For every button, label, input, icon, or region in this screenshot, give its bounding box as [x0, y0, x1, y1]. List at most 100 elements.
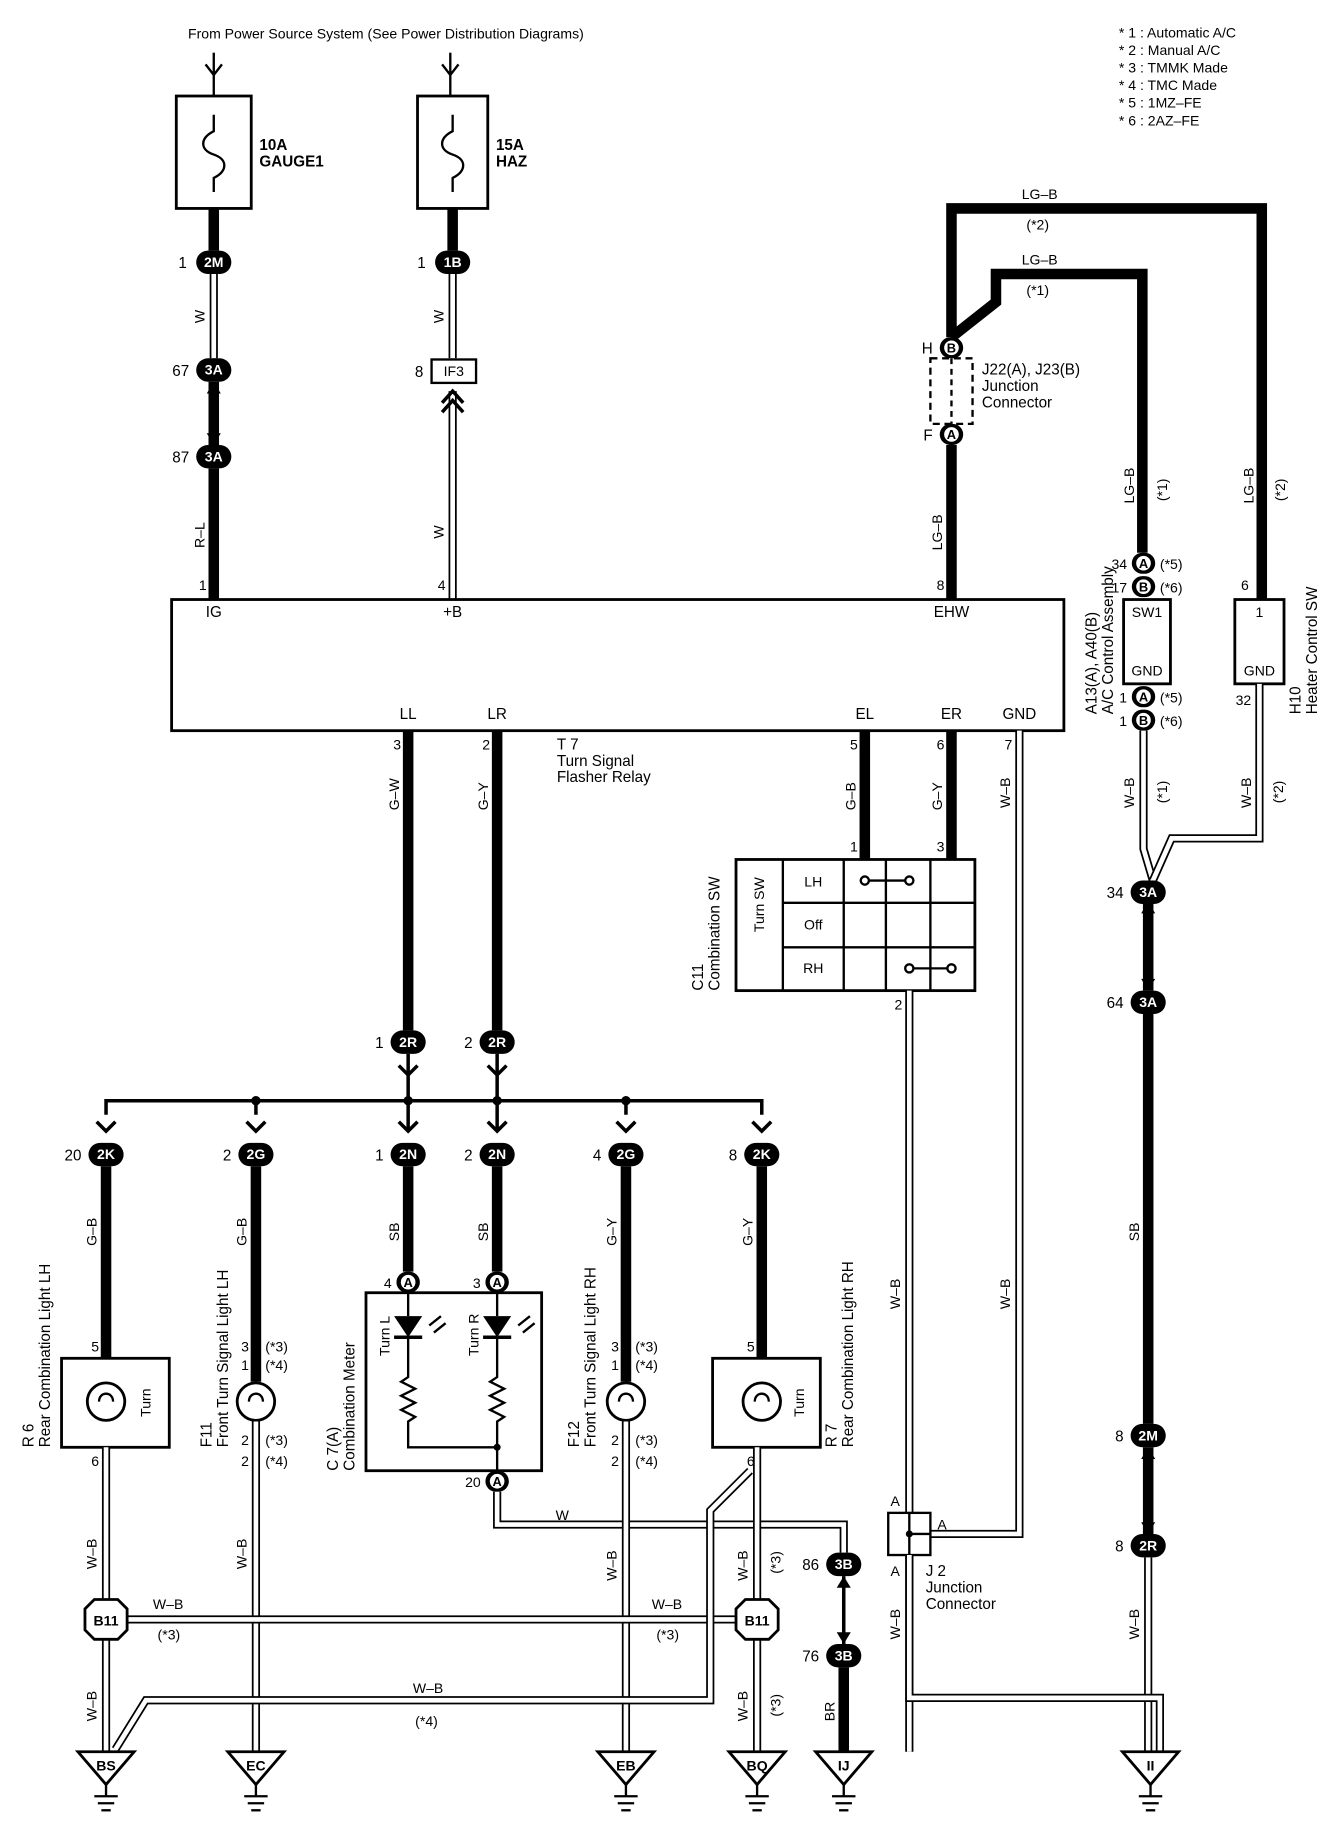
j2-label: J 2	[926, 1563, 946, 1580]
connector-3a-87-pin: 87	[172, 450, 189, 467]
relay-pin-ll: 3	[393, 736, 401, 752]
j2-a-right: A	[937, 1516, 947, 1532]
note-5: * 5 : 1MZ–FE	[1119, 95, 1202, 111]
front-turn-signal-light-lh: 3 (*3) 1 (*4) 2 (*3) 2 (*4) F11 Front Tu…	[198, 1270, 288, 1469]
connector-2n-2-pin: 2	[464, 1147, 472, 1164]
variant-lgb-h10: (*2)	[1272, 479, 1288, 502]
front-lh-pin-b: 1	[241, 1357, 249, 1373]
connector-2r-2-id: 2R	[488, 1034, 506, 1050]
wire-label-wb-b11-r: W–B	[652, 1596, 682, 1612]
relay-pin-lr: 2	[482, 736, 490, 752]
connector-2g-2-id: 2G	[247, 1146, 266, 1162]
front-turn-signal-light-rh: 3 (*3) 1 (*4) 2 (*3) 2 (*4) F12 Front Tu…	[566, 1267, 658, 1469]
j2-name-1: Junction	[926, 1579, 983, 1596]
relay-term-lr: LR	[487, 706, 506, 723]
meter-conn-a20: A	[492, 1474, 501, 1489]
wire-label-br: BR	[821, 1702, 837, 1722]
front-rh-pin-b: 1	[611, 1357, 619, 1373]
connector-2m-id: 2M	[204, 254, 224, 270]
connector-2r-2-pin: 2	[464, 1035, 472, 1052]
rear-lh-text: Turn	[138, 1388, 154, 1416]
bulb-icon	[741, 1381, 782, 1422]
rear-lh-pin-bottom: 6	[91, 1453, 99, 1469]
variant-top1: (*1)	[1026, 282, 1049, 298]
ac-pin-17: 17	[1111, 580, 1127, 596]
connector-3a-64-pin: 64	[1107, 995, 1124, 1012]
connector-2g-2-pin: 2	[223, 1147, 231, 1164]
rear-lh-pin-top: 5	[91, 1338, 99, 1354]
connector-2r-1-id: 2R	[399, 1034, 417, 1050]
connector-b11-left: B11	[83, 1598, 129, 1641]
relay-pin-b: 4	[438, 577, 446, 593]
j22-name-1: Junction	[982, 378, 1039, 395]
relay-term-ig: IG	[206, 604, 222, 621]
meter-conn-a3: A	[492, 1275, 501, 1290]
right-ground-wires: W–B (*1) W–B (*2) SB W–B	[1121, 683, 1286, 1752]
front-lh-name: Front Turn Signal Light LH	[215, 1270, 232, 1448]
wire-label-gy-front-rh: G–Y	[604, 1217, 620, 1246]
relay-term-gnd: GND	[1002, 706, 1036, 723]
relay-term-er: ER	[941, 706, 962, 723]
relay-pin-el: 5	[850, 736, 858, 752]
connector-2g-4-pin: 4	[593, 1147, 602, 1164]
ground-bq: BQ	[725, 1750, 789, 1812]
front-lh-pin-c: 2	[241, 1432, 249, 1448]
connector-b11-right: B11	[734, 1598, 780, 1641]
connector-2k-pin8: 2K 8	[729, 1142, 780, 1167]
wire-label-rl: R–L	[191, 522, 207, 548]
fuse-gauge1-rating: 10A	[259, 137, 287, 154]
connector-2r-1-pin: 1	[375, 1035, 383, 1052]
contact-icon	[904, 963, 915, 974]
relay-label: T 7	[557, 736, 579, 753]
note-3: * 3 : TMMK Made	[1119, 60, 1228, 76]
connector-if3-pin: 8	[415, 364, 423, 381]
variant-front-rh-3b: (*3)	[635, 1432, 658, 1448]
heater-control-sw: 1 GND 6 32 H10 Heater Control SW	[1233, 577, 1321, 714]
connector-3b-pin86: 3B 86	[802, 1552, 862, 1577]
connector-2k-8-pin: 8	[729, 1147, 737, 1164]
rear-rh-pin-bottom: 6	[747, 1453, 755, 1469]
ground-bs-label: BS	[96, 1757, 116, 1773]
notes-legend: * 1 : Automatic A/C * 2 : Manual A/C * 3…	[1119, 24, 1236, 128]
connector-3a-67-pin: 67	[172, 363, 189, 380]
ground-ij-label: IJ	[838, 1757, 850, 1773]
connector-2n-2-id: 2N	[488, 1146, 506, 1162]
connector-3a-64-id: 3A	[1139, 994, 1157, 1010]
connector-3a-87-id: 3A	[205, 448, 223, 464]
meter-pin-4: 4	[384, 1275, 392, 1291]
wire-label-w-haz: W	[430, 309, 446, 323]
b11-right-id: B11	[745, 1612, 770, 1628]
wire-label-gb-el: G–B	[842, 782, 858, 810]
wire-label-gw: G–W	[386, 778, 402, 811]
combination-meter: A 4 A 3 Turn L Turn R A 20 C 7(A) Combin…	[325, 1271, 544, 1492]
j22-name-2: Connector	[982, 394, 1052, 411]
combsw-pin-2: 2	[894, 996, 902, 1012]
connector-2m-8-id: 2M	[1138, 1427, 1158, 1443]
wire-label-wb-f11: W–B	[234, 1539, 250, 1569]
connector-2g-pin4: 2G 4	[593, 1142, 644, 1167]
ac-pin-1a: 1	[1119, 690, 1127, 706]
wire-label-wb-gnd: W–B	[997, 778, 1013, 808]
wire-label-sb-2: SB	[475, 1222, 491, 1241]
note-4: * 4 : TMC Made	[1119, 77, 1217, 93]
heater-pin-6: 6	[1241, 577, 1249, 593]
ground-bq-label: BQ	[747, 1757, 768, 1773]
connector-3b-86-id: 3B	[835, 1556, 853, 1572]
connector-2m-pin1: 2M 1	[178, 250, 232, 275]
connector-3a-pin67: 3A 67	[172, 358, 232, 382]
wire-label-w-meter: W	[556, 1507, 570, 1523]
variant-r7-3a: (*3)	[768, 1551, 784, 1574]
rear-combination-light-rh: 5 Turn 6 R 7 Rear Combination Light RH	[711, 1261, 857, 1469]
combsw-pos-rh: RH	[803, 960, 823, 976]
ground-ii: II	[1119, 1750, 1182, 1812]
rear-lh-label: R 6	[20, 1424, 37, 1448]
relay-term-ll: LL	[400, 706, 417, 723]
bulb-icon	[605, 1381, 647, 1422]
j22-pin-bottom: F	[923, 427, 932, 444]
rear-combination-light-lh: 5 Turn 6 R 6 Rear Combination Light LH	[20, 1264, 171, 1469]
rear-rh-pin-top: 5	[747, 1338, 755, 1354]
connector-2g-pin2: 2G 2	[223, 1142, 274, 1167]
note-2: * 2 : Manual A/C	[1119, 42, 1221, 58]
connector-3a-pin34: 3A 34	[1107, 880, 1166, 904]
